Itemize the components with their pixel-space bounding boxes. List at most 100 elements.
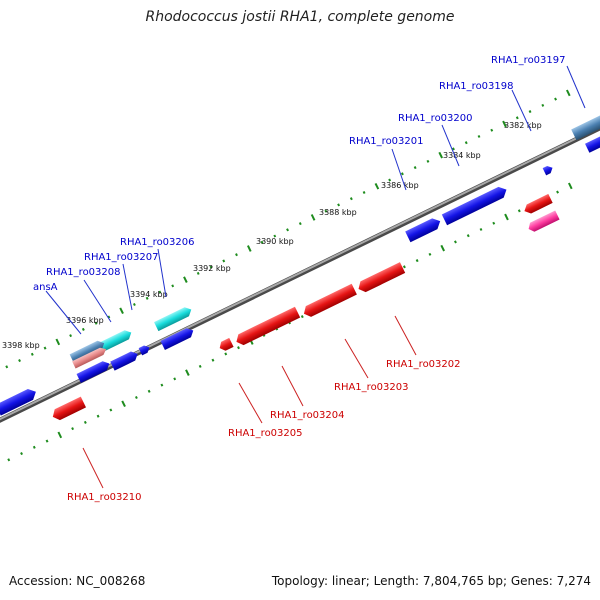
scale-label-3390: 3390 kbp	[256, 237, 294, 246]
bottom-scale-major-tick	[57, 431, 63, 439]
top-scale-minor-tick	[222, 259, 226, 263]
scale-label-3386: 3386 kbp	[381, 181, 419, 190]
gene-feature-ro03206-lower[interactable]	[160, 326, 196, 350]
gene-label-ro03206[interactable]: RHA1_ro03206	[120, 237, 195, 248]
bottom-scale-minor-tick	[492, 221, 496, 225]
bottom-scale-minor-tick	[20, 452, 23, 456]
gene-feature-ro03203[interactable]	[301, 283, 357, 319]
gene-label-ro03200[interactable]: RHA1_ro03200	[398, 113, 473, 124]
gene-feature-ro03198[interactable]	[542, 164, 555, 176]
bottom-scale-minor-tick	[237, 346, 240, 350]
gene-feature-ro03204[interactable]	[234, 306, 301, 348]
gene-feature-ro03206[interactable]	[154, 305, 193, 332]
gene-label-ro03208[interactable]: RHA1_ro03208	[46, 267, 121, 278]
gene-feature-ro03207[interactable]	[98, 328, 134, 352]
bottom-scale-minor-tick	[556, 190, 559, 194]
gene-label-ro03210[interactable]: RHA1_ro03210	[67, 492, 142, 503]
scale-label-3382: 3382 kbp	[504, 121, 542, 130]
bottom-scale-minor-tick	[466, 234, 470, 238]
bottom-scale-minor-tick	[224, 352, 228, 356]
bottom-scale-minor-tick	[96, 414, 100, 418]
top-scale-minor-tick	[388, 178, 392, 182]
bottom-scale-minor-tick	[402, 265, 406, 269]
bottom-scale-minor-tick	[147, 389, 151, 393]
bottom-scale-minor-tick	[415, 259, 419, 263]
top-scale-minor-tick	[349, 197, 353, 201]
top-scale-minor-tick	[81, 327, 85, 331]
bottom-scale-major-tick	[440, 244, 445, 252]
gene-feature-left-edge[interactable]	[0, 386, 39, 416]
top-scale-major-tick	[374, 182, 380, 190]
topology-label: Topology: linear; Length: 7,804,765 bp; …	[271, 574, 591, 588]
bottom-scale-minor-tick	[71, 427, 75, 431]
gene-feature-ro03208[interactable]	[69, 339, 107, 364]
top-scale-ticks	[5, 89, 571, 369]
gene-label-ro03202[interactable]: RHA1_ro03202	[386, 359, 461, 370]
gene-feature-small[interactable]	[138, 344, 151, 356]
scale-label-3398: 3398 kbp	[2, 341, 40, 350]
gene-label-ansA[interactable]: ansA	[33, 282, 58, 293]
bottom-scale-minor-tick	[517, 209, 521, 213]
bottom-scale-minor-tick	[109, 408, 113, 412]
scale-label-3392: 3392 kbp	[193, 264, 231, 273]
top-leader-lines	[45, 65, 586, 335]
top-scale-major-tick	[565, 89, 571, 97]
top-scale-minor-tick	[235, 253, 238, 257]
bottom-scale-major-tick	[567, 182, 573, 190]
gene-label-ro03204[interactable]: RHA1_ro03204	[270, 410, 345, 421]
bottom-scale-minor-tick	[173, 377, 177, 381]
top-scale-minor-tick	[158, 290, 162, 294]
gene-feature-ro03208-pink[interactable]	[72, 346, 108, 369]
gene-feature-ansA[interactable]	[110, 349, 140, 371]
gene-feature-ro03197-lower[interactable]	[585, 134, 600, 153]
top-scale-minor-tick	[324, 209, 328, 213]
top-scale-minor-tick	[94, 321, 98, 325]
scale-label-3396: 3396 kbp	[66, 316, 104, 325]
gene-label-ro03205[interactable]: RHA1_ro03205	[228, 428, 303, 439]
gene-feature-ro03201[interactable]	[405, 216, 443, 243]
gene-feature-ansA-lower[interactable]	[76, 359, 112, 383]
gene-feature-ro03200[interactable]	[441, 184, 509, 226]
top-scale-minor-tick	[490, 128, 494, 132]
top-scale-minor-tick	[196, 271, 200, 275]
bottom-scale-minor-tick	[160, 383, 164, 387]
gene-feature-ro03197[interactable]	[571, 113, 600, 141]
top-scale-minor-tick	[5, 365, 9, 369]
top-scale-minor-tick	[69, 334, 73, 338]
gene-feature-pink-right[interactable]	[526, 210, 560, 233]
top-scale-major-tick	[183, 276, 188, 283]
bottom-scale-minor-tick	[32, 445, 36, 449]
top-scale-minor-tick	[515, 116, 519, 120]
top-scale-minor-tick	[464, 141, 468, 145]
bottom-scale-minor-tick	[479, 227, 483, 231]
top-scale-minor-tick	[286, 228, 289, 232]
gene-label-ro03198[interactable]: RHA1_ro03198	[439, 81, 514, 92]
scale-label-3388: 3388 kbp	[319, 208, 357, 217]
gene-label-ro03207[interactable]: RHA1_ro03207	[84, 252, 159, 263]
gene-label-ro03197[interactable]: RHA1_ro03197	[491, 55, 566, 66]
top-scale-minor-tick	[107, 315, 111, 319]
gene-feature-ro03205[interactable]	[218, 337, 234, 353]
top-scale-minor-tick	[298, 222, 302, 226]
bottom-scale-minor-tick	[211, 358, 215, 362]
bottom-scale-minor-tick	[300, 315, 304, 319]
gene-feature-ro03210[interactable]	[50, 396, 87, 423]
top-scale-minor-tick	[426, 159, 430, 163]
top-scale-minor-tick	[209, 265, 213, 269]
top-scale-minor-tick	[30, 352, 34, 356]
gene-label-ro03203[interactable]: RHA1_ro03203	[334, 382, 409, 393]
accession-label: Accession: NC_008268	[9, 574, 146, 588]
bottom-scale-minor-tick	[198, 364, 202, 368]
gene-feature-red-right[interactable]	[522, 193, 553, 216]
bottom-scale-major-tick	[185, 369, 190, 376]
bottom-scale-ticks	[7, 182, 573, 462]
top-scale-minor-tick	[132, 302, 136, 307]
gene-feature-ro03202[interactable]	[356, 262, 406, 294]
top-scale-major-tick	[55, 338, 61, 346]
gene-label-ro03201[interactable]: RHA1_ro03201	[349, 136, 424, 147]
bottom-scale-minor-tick	[45, 439, 49, 443]
top-scale-minor-tick	[43, 346, 47, 350]
scale-label-3384: 3384 kbp	[443, 151, 481, 160]
top-scale-minor-tick	[18, 359, 21, 363]
